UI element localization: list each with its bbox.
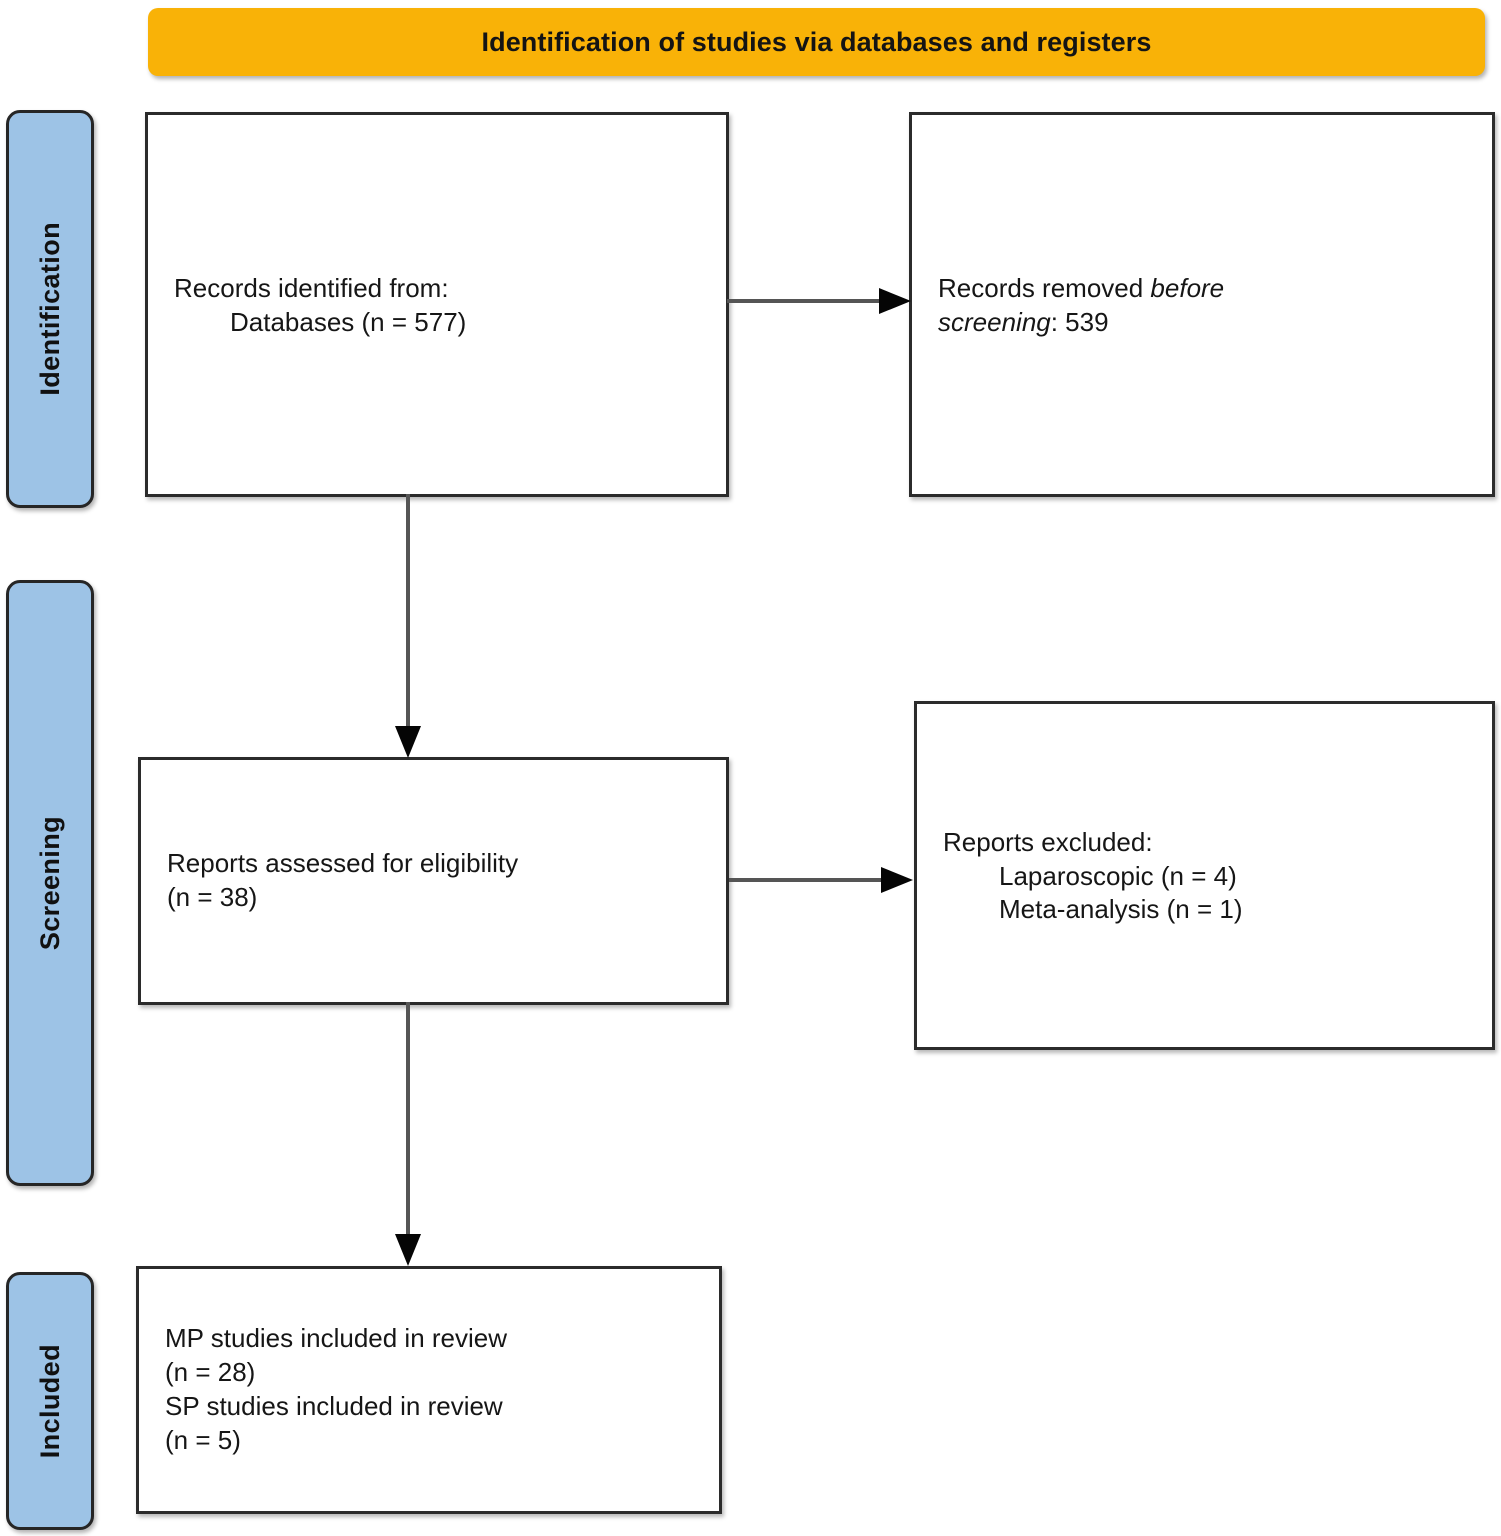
stage-label-included: Included (6, 1272, 94, 1530)
node-records-identified: Records identified from: Databases (n = … (145, 112, 729, 497)
arrow-identified-to-removed (727, 288, 911, 314)
stage-label-included-text: Included (34, 1343, 65, 1459)
node-records-removed-body: Records removed before screening: 539 (912, 270, 1492, 340)
node-reports-excluded-line3: Meta-analysis (n = 1) (999, 894, 1243, 925)
diagram-header-banner: Identification of studies via databases … (148, 8, 1485, 76)
stage-label-screening: Screening (6, 580, 94, 1186)
node-records-removed-line2-suffix: : 539 (1050, 306, 1109, 337)
node-studies-included-line1: MP studies included in review (165, 1323, 508, 1354)
node-records-removed-line1-italic: before (1150, 272, 1225, 303)
stage-label-identification-text: Identification (34, 222, 65, 396)
node-studies-included-body: MP studies included in review (n = 28) S… (139, 1322, 719, 1457)
node-studies-included-line4: (n = 5) (165, 1424, 241, 1455)
node-reports-assessed-body: Reports assessed for eligibility (n = 38… (141, 847, 726, 915)
node-reports-excluded-body: Reports excluded: Laparoscopic (n = 4) M… (917, 824, 1492, 927)
node-records-identified-line1: Records identified from: (174, 272, 449, 303)
node-reports-assessed: Reports assessed for eligibility (n = 38… (138, 757, 729, 1005)
node-reports-excluded-line2: Laparoscopic (n = 4) (999, 860, 1237, 891)
stage-label-screening-text: Screening (34, 815, 65, 951)
node-records-removed-line1: Records removed before (938, 272, 1466, 306)
node-reports-excluded: Reports excluded: Laparoscopic (n = 4) M… (914, 701, 1495, 1050)
arrow-eligible-to-excluded (729, 867, 913, 893)
node-records-identified-line2: Databases (n = 577) (230, 306, 467, 337)
node-reports-assessed-line1: Reports assessed for eligibility (167, 848, 519, 879)
stage-label-identification: Identification (6, 110, 94, 508)
node-studies-included-line3: SP studies included in review (165, 1391, 503, 1421)
node-studies-included-line2: (n = 28) (165, 1357, 256, 1388)
node-records-removed-line1-prefix: Records removed (938, 272, 1151, 303)
node-reports-assessed-line2: (n = 38) (167, 882, 258, 912)
arrow-identified-to-eligible (395, 494, 421, 758)
node-records-removed-line2: screening: 539 (938, 306, 1466, 340)
node-records-identified-body: Records identified from: Databases (n = … (148, 270, 726, 340)
node-records-removed: Records removed before screening: 539 (909, 112, 1495, 497)
page-title: Identification of studies via databases … (481, 26, 1152, 57)
node-reports-excluded-line1: Reports excluded: (943, 826, 1153, 857)
node-records-removed-line2-italic: screening (938, 306, 1051, 337)
arrow-eligible-to-included (395, 1002, 421, 1266)
node-studies-included: MP studies included in review (n = 28) S… (136, 1266, 722, 1514)
